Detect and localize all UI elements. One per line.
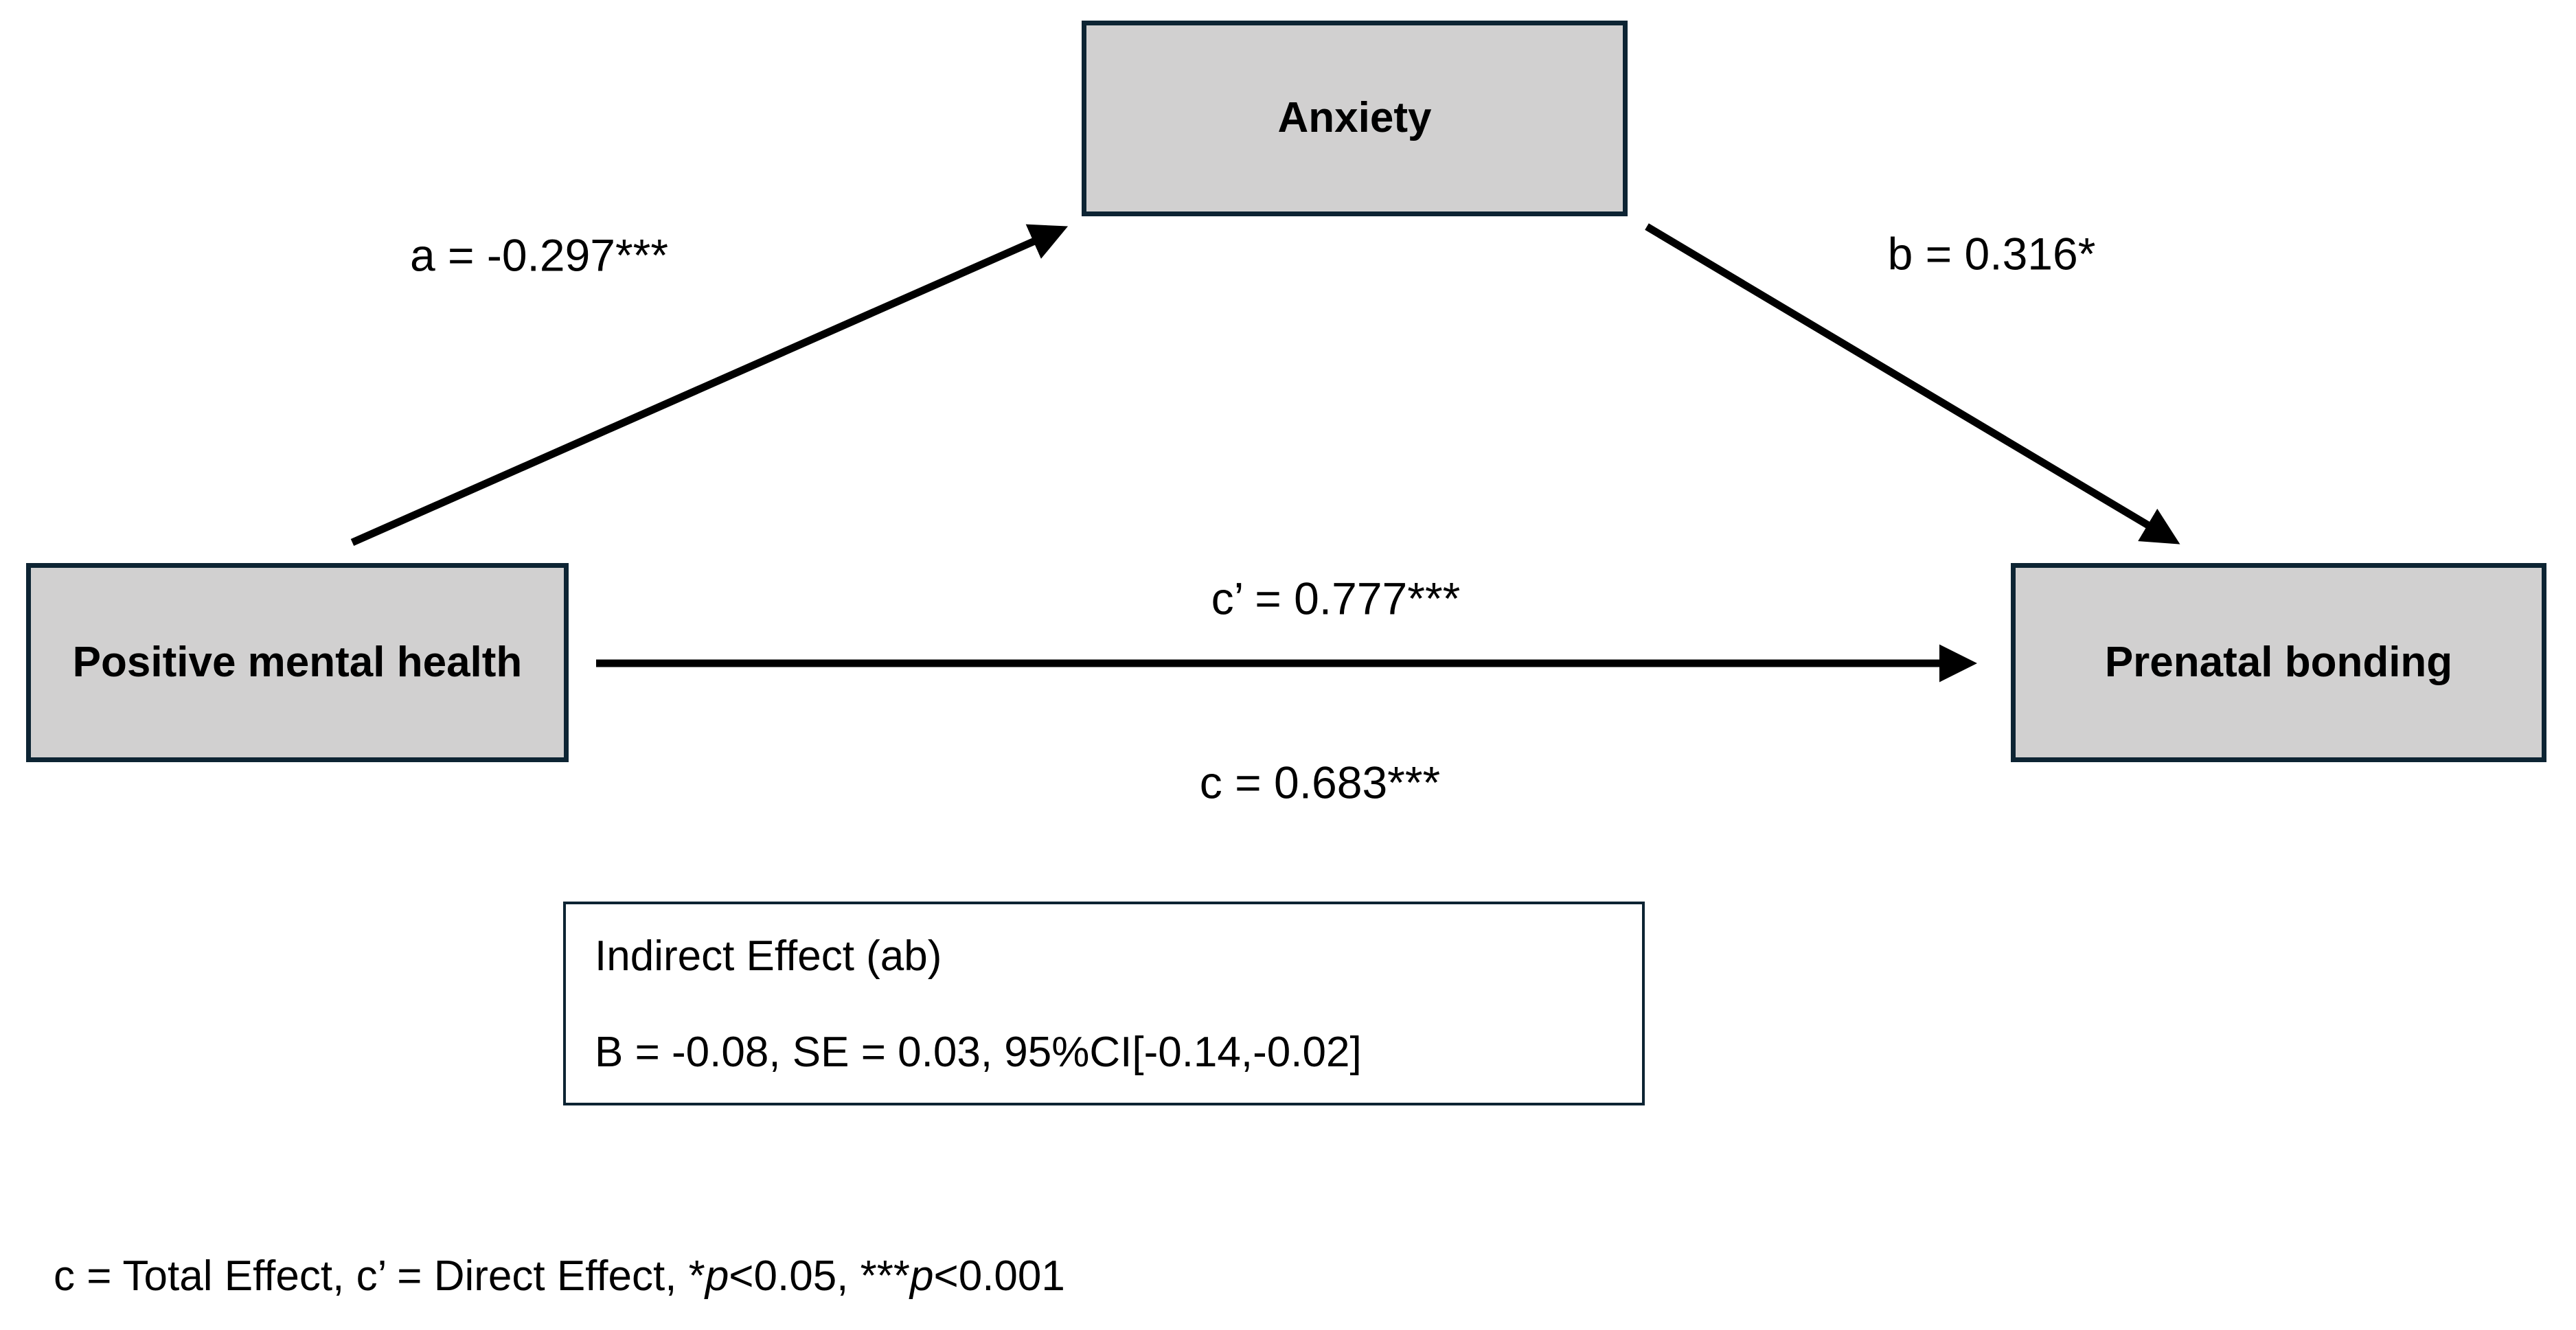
mediator-node-label: Anxiety [1277,94,1432,142]
path-c-prime-coefficient-label: c’ = 0.777*** [1211,573,1461,624]
footnote-italic-part: p [705,1252,729,1300]
footnote: c = Total Effect, c’ = Direct Effect, *p… [54,1251,1065,1302]
footnote-italic-part: p [910,1252,934,1300]
outcome-node-label: Prenatal bonding [2104,638,2453,686]
predictor-node-label: Positive mental health [72,638,523,686]
indirect-effect-stats: B = -0.08, SE = 0.03, 95%CI[-0.14,-0.02] [595,1029,1362,1076]
mediator-node: Anxiety [1082,21,1628,216]
indirect-effect-box: Indirect Effect (ab) B = -0.08, SE = 0.0… [563,902,1645,1105]
footnote-text-part: c = Total Effect, c’ = Direct Effect, * [54,1252,705,1300]
path-a-arrow [350,224,1069,547]
path-c-total-coefficient-label: c = 0.683*** [1199,757,1441,808]
footnote-text-part: <0.001 [933,1252,1065,1300]
footnote-text-part: <0.05, *** [729,1252,911,1300]
indirect-effect-title: Indirect Effect (ab) [595,932,942,980]
outcome-node: Prenatal bonding [2011,563,2546,762]
path-b-arrow [1645,223,2180,544]
path-a-coefficient-label: a = -0.297*** [409,229,669,281]
predictor-node: Positive mental health [26,563,569,762]
path-b-coefficient-label: b = 0.316* [1887,228,2096,279]
